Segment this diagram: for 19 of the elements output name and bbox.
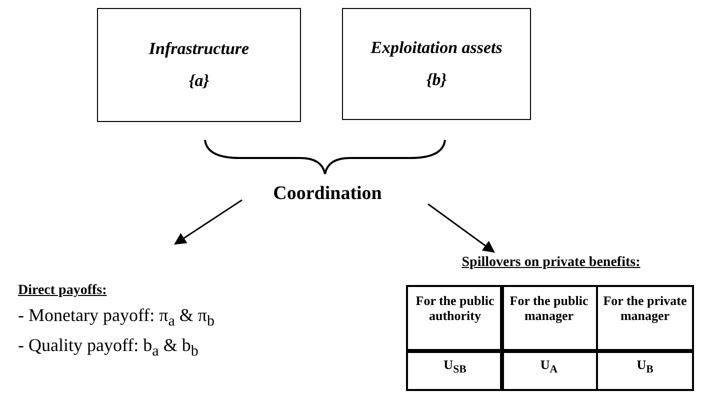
coordination-label: Coordination xyxy=(255,183,400,211)
section-heading: Direct payoffs: xyxy=(18,283,108,299)
table-cell: U$_{B}$ xyxy=(596,349,694,391)
payoff-item: - Quality payoff: b$_{a}$ & b$_{b}$ xyxy=(18,334,200,360)
table-cell: U$_{SB}$ xyxy=(406,349,504,391)
arrow xyxy=(428,203,495,253)
table-cell: For the public manager xyxy=(500,285,598,353)
table-cell: For the private manager xyxy=(596,285,694,353)
arrow xyxy=(174,199,242,245)
payoff-item: - Monetary payoff: π$_{a}$ & π$_{b}$ xyxy=(18,305,216,331)
section-heading: Spillovers on private benefits: xyxy=(405,255,697,275)
table-cell: For the public authority xyxy=(406,285,504,353)
asset-box xyxy=(342,8,531,120)
box-text: Exploitation assets xyxy=(370,38,502,58)
asset-box xyxy=(97,8,301,122)
box-text: Infrastructure xyxy=(148,39,250,59)
box-text: {b} xyxy=(426,70,447,90)
table-cell: U$_{A}$ xyxy=(500,349,598,391)
box-text: {a} xyxy=(188,71,210,91)
